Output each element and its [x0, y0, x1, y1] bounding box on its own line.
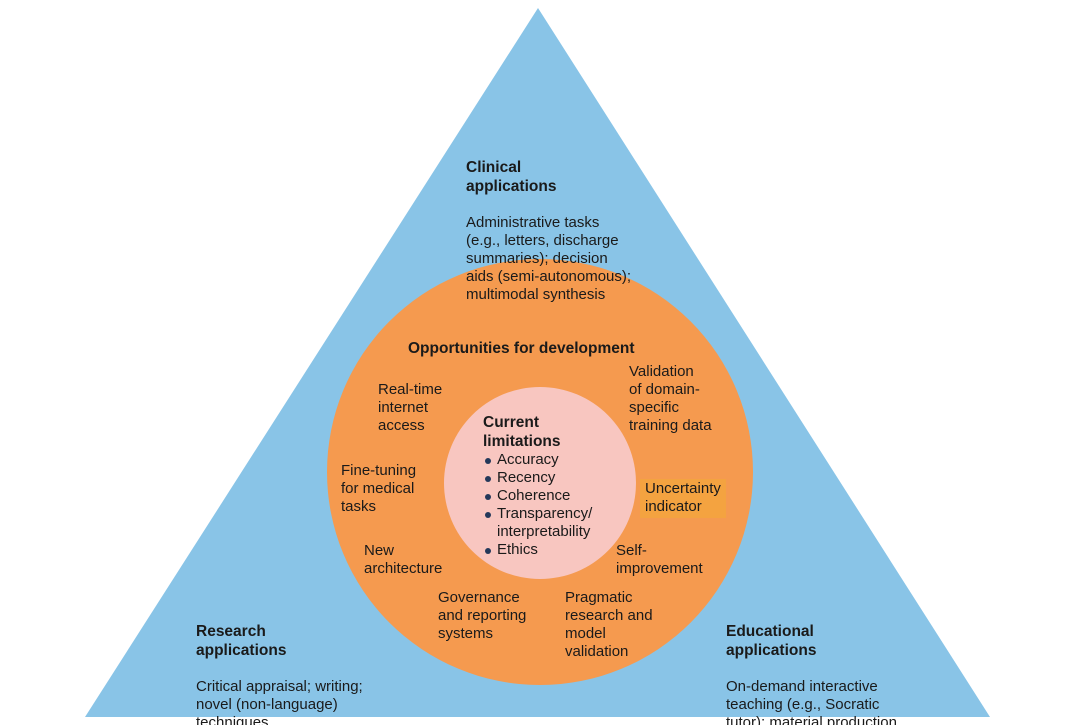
opportunity-item: Fine-tuning for medical tasks — [341, 462, 417, 515]
limitation-item: Accuracy — [484, 451, 592, 469]
research-applications-title: Research applications — [196, 623, 287, 659]
opportunity-item: Pragmatic research and model validation — [565, 589, 653, 660]
opportunity-item: Validation of domain- specific training … — [629, 363, 712, 434]
limitation-item: Transparency/ interpretability — [484, 505, 592, 541]
opportunity-item: New architecture — [364, 542, 443, 577]
opportunity-item: Governance and reporting systems — [438, 589, 527, 642]
limitations-title: Current limitations — [483, 414, 561, 450]
limitation-item: Coherence — [484, 487, 592, 505]
clinical-applications-body: Administrative tasks (e.g., letters, dis… — [466, 214, 632, 303]
limitation-item: Ethics — [484, 541, 592, 559]
opportunity-item: Self- improvement — [616, 542, 703, 577]
opportunities-title: Opportunities for development — [408, 340, 635, 357]
limitations-list: Accuracy Recency Coherence Transparency/… — [484, 451, 592, 559]
educational-applications-block: Educational applications On-demand inter… — [726, 604, 897, 725]
clinical-applications-block: Clinical applications Administrative tas… — [466, 140, 631, 322]
limitations-circle — [444, 387, 636, 579]
limitation-item: Recency — [484, 469, 592, 487]
opportunity-item: Real-time internet access — [378, 381, 443, 434]
clinical-applications-title: Clinical applications — [466, 159, 557, 195]
uncertainty-indicator-highlight: Uncertainty indicator — [640, 479, 726, 518]
educational-applications-title: Educational applications — [726, 623, 817, 659]
opportunity-item-highlighted: Uncertainty indicator — [640, 461, 726, 518]
research-applications-block: Research applications Critical appraisal… — [196, 604, 363, 725]
educational-applications-body: On-demand interactive teaching (e.g., So… — [726, 678, 897, 725]
research-applications-body: Critical appraisal; writing; novel (non-… — [196, 678, 363, 725]
